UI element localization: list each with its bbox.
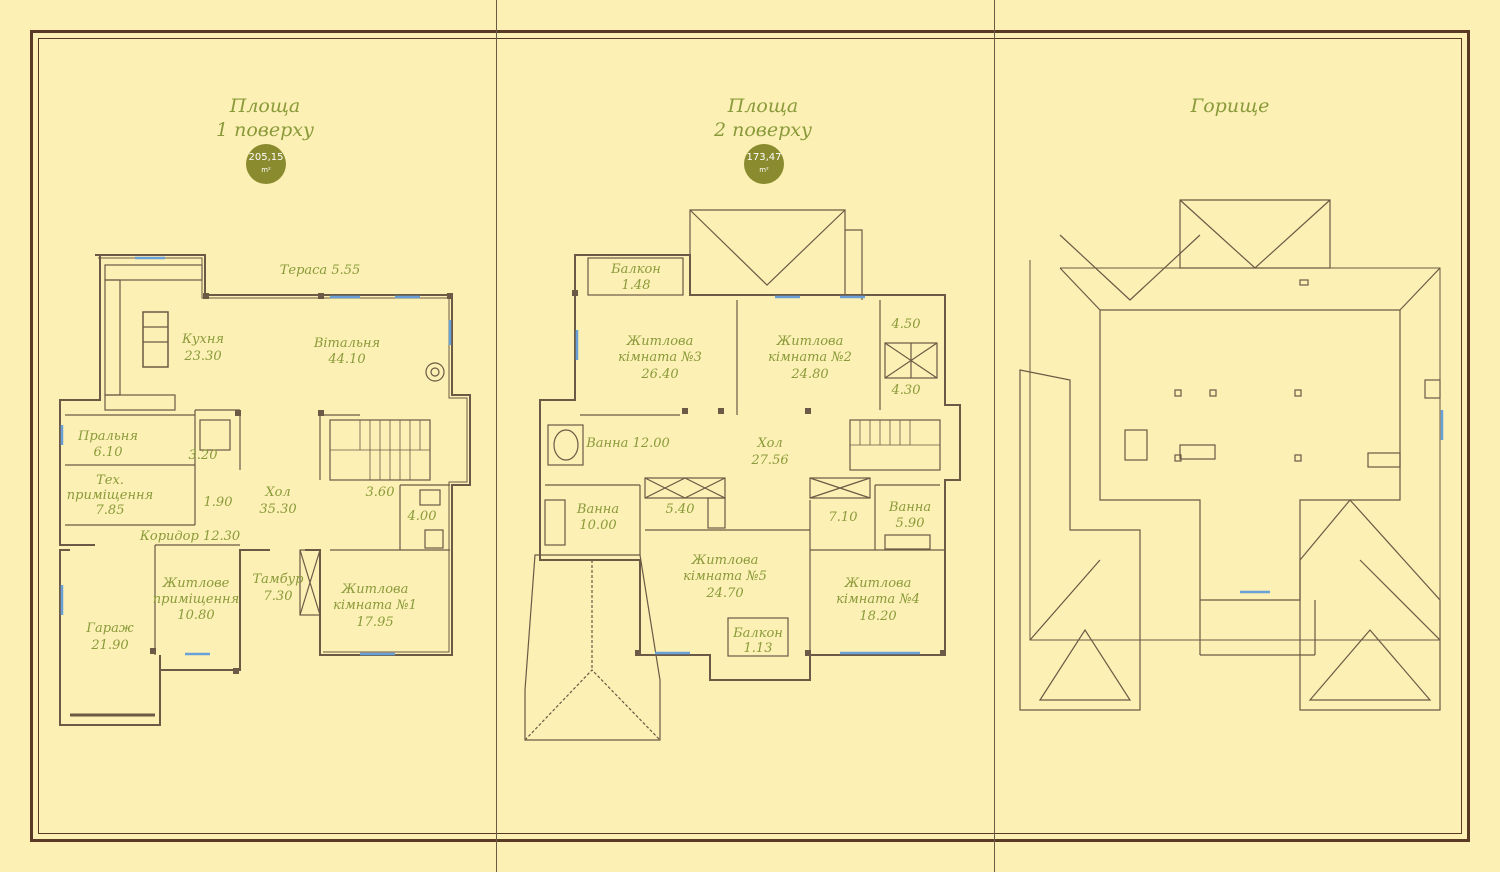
floor2-title-line1: Площа xyxy=(727,95,799,117)
floor1-title-line2: 1 поверху xyxy=(215,119,314,141)
floor1-area-unit: m² xyxy=(261,166,271,174)
f2-balcony-bottom-name: Балкон xyxy=(732,626,783,641)
f1-tech-area: 7.85 xyxy=(96,503,125,518)
wall-columns xyxy=(150,290,946,674)
f1-bedroom1-name-1: Житлова xyxy=(341,582,409,597)
f2-bath-right-name: Ванна xyxy=(888,500,931,515)
f1-garage-area: 21.90 xyxy=(90,638,128,653)
f1-hall-name: Хол xyxy=(264,485,290,500)
f2-bedroom5-name-1: Житлова xyxy=(691,553,759,568)
floor2-area-badge: 173,47 m² xyxy=(744,144,784,184)
f2-wardrobe-area: 7.10 xyxy=(829,510,858,525)
f2-bedroom5-name-2: кімната №5 xyxy=(683,569,767,584)
f2-balcony-top-name: Балкон xyxy=(610,262,661,277)
f1-corridor-label: Коридор 12.30 xyxy=(139,529,240,544)
f1-tech-name-1: Тех. xyxy=(96,473,124,488)
floor1-area-value: 205,15 xyxy=(248,152,284,163)
f1-hall-area: 35.30 xyxy=(259,502,296,517)
f2-closet-b-area: 4.30 xyxy=(891,383,921,398)
f2-bedroom4-name-1: Житлова xyxy=(844,576,912,591)
f1-vestibule-area: 7.30 xyxy=(264,589,293,604)
f1-closet-area: 1.90 xyxy=(204,495,233,510)
floor2-title: Площа 2 поверху xyxy=(613,94,913,142)
f1-laundry-name: Пральня xyxy=(77,429,138,444)
floor2-area-unit: m² xyxy=(759,166,769,174)
attic-plan xyxy=(1019,199,1441,711)
f1-kitchen-area: 23.30 xyxy=(183,349,221,364)
f2-bedroom3-name-2: кімната №3 xyxy=(618,350,702,365)
f2-bath-left-name: Ванна xyxy=(576,502,619,517)
inner-frame xyxy=(38,38,1462,834)
f2-balcony-top-area: 1.48 xyxy=(622,278,651,293)
f1-living-area: 44.10 xyxy=(327,352,365,367)
f2-hall-area: 27.56 xyxy=(750,453,788,468)
floor1-plan xyxy=(59,254,471,726)
f2-passage-area: 5.40 xyxy=(666,502,695,517)
f1-laundry-area: 6.10 xyxy=(94,445,123,460)
floor2-plan xyxy=(524,209,961,741)
f1-bath-area: 4.00 xyxy=(407,509,437,524)
floor2-area-value: 173,47 xyxy=(746,152,782,163)
f2-closet-a-area: 4.50 xyxy=(891,317,921,332)
f2-bedroom3-name-1: Житлова xyxy=(626,334,694,349)
f1-room-name-2: приміщення xyxy=(153,592,239,607)
f2-bedroom2-name-2: кімната №2 xyxy=(768,350,852,365)
f1-bedroom1-area: 17.95 xyxy=(356,615,393,630)
f1-living-name: Вітальня xyxy=(313,336,380,351)
f1-bedroom1-name-2: кімната №1 xyxy=(333,598,417,613)
f2-bedroom5-area: 24.70 xyxy=(705,586,743,601)
f1-vestibule-name: Тамбур xyxy=(253,572,305,587)
outer-frame xyxy=(30,30,1470,842)
window-accents xyxy=(60,256,1444,656)
floor1-title-line1: Площа xyxy=(229,95,301,117)
f2-hall-name: Хол xyxy=(756,436,782,451)
attic-title: Горище xyxy=(1080,94,1380,118)
panel-divider-2 xyxy=(994,0,995,872)
f1-storage-area: 3.60 xyxy=(366,485,395,500)
f1-garage-name: Гараж xyxy=(85,621,133,636)
f2-bedroom4-name-2: кімната №4 xyxy=(836,592,920,607)
f1-tech-name-2: приміщення xyxy=(67,488,153,503)
attic-title-line1: Горище xyxy=(1190,95,1270,117)
f2-bath-right-area: 5.90 xyxy=(896,516,925,531)
f1-kitchen-name: Кухня xyxy=(181,332,224,347)
f2-bedroom2-name-1: Житлова xyxy=(776,334,844,349)
panel-divider-1 xyxy=(496,0,497,872)
floor2-title-line2: 2 поверху xyxy=(713,119,812,141)
f1-room-area: 10.80 xyxy=(177,608,214,623)
f1-wc-area: 3.20 xyxy=(189,448,218,463)
f2-bedroom3-area: 26.40 xyxy=(640,367,678,382)
f2-bedroom4-area: 18.20 xyxy=(859,609,896,624)
f1-terrace-label: Тераса 5.55 xyxy=(280,263,361,278)
f2-bedroom2-area: 24.80 xyxy=(790,367,828,382)
floor1-area-badge: 205,15 m² xyxy=(246,144,286,184)
f1-room-name-1: Житлове xyxy=(162,576,230,591)
f2-bath-main-label: Ванна 12.00 xyxy=(585,436,670,451)
f2-bath-left-area: 10.00 xyxy=(579,518,616,533)
f2-balcony-bottom-area: 1.13 xyxy=(744,641,773,656)
floor1-title: Площа 1 поверху xyxy=(115,94,415,142)
